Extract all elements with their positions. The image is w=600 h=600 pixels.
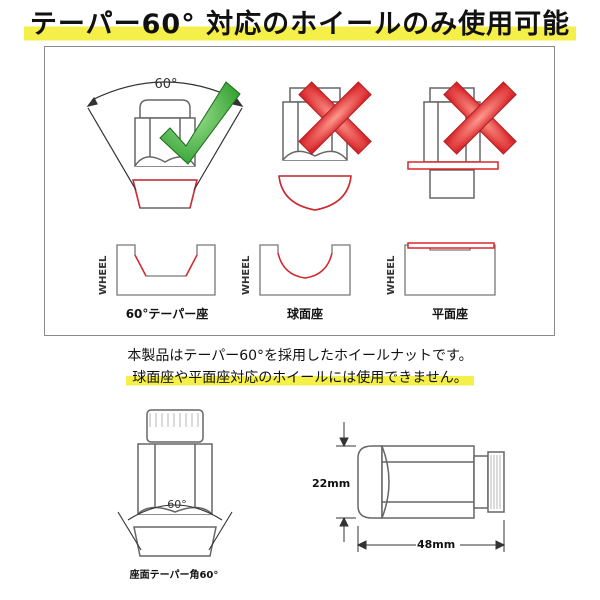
flat-seat-plate xyxy=(407,161,499,170)
length-dimension-label: 48mm xyxy=(417,538,456,551)
seat-label-spherical: 球面座 xyxy=(286,307,323,321)
page-title: テーパー60° 対応のホイールのみ使用可能 xyxy=(23,8,577,42)
wheel-seat-spherical xyxy=(259,244,351,296)
check-icon xyxy=(159,81,241,165)
taper-angle-caption: 座面テーパー角60° xyxy=(129,570,219,581)
description-line-2-wrap: 球面座や平面座対応のホイールには使用できません。 xyxy=(0,367,600,387)
description-line-2: 球面座や平面座対応のホイールには使用できません。 xyxy=(126,367,474,387)
wheel-seat-taper xyxy=(116,244,216,296)
nut-side-view xyxy=(357,445,505,519)
title-area: テーパー60° 対応のホイールのみ使用可能 xyxy=(0,8,600,42)
bottom-angle-guide xyxy=(117,504,233,551)
height-dimension-label: 22mm xyxy=(312,477,351,490)
nut-front-view xyxy=(133,409,217,557)
taper-seat-left-line xyxy=(132,179,141,209)
wheel-label-1: WHEEL xyxy=(98,255,109,295)
seat-label-flat: 平面座 xyxy=(431,307,468,321)
spherical-seat-line xyxy=(278,175,352,211)
wheel-label-3: WHEEL xyxy=(386,255,397,295)
side-knurl-pattern xyxy=(490,455,501,509)
cross-icon xyxy=(298,81,372,155)
taper-seat-right-line xyxy=(189,179,198,209)
cross-icon-2 xyxy=(443,81,517,155)
dimension-22mm xyxy=(336,422,356,542)
description-line-1: 本製品はテーパー60°を採用したホイールナットです。 xyxy=(127,348,473,364)
wheel-label-2: WHEEL xyxy=(241,255,252,295)
bottom-angle-label: 60° xyxy=(167,498,187,511)
wheel-seat-flat xyxy=(404,242,496,296)
knurl-pattern xyxy=(149,413,199,427)
angle-label-top: 60° xyxy=(154,77,177,92)
dimension-48mm xyxy=(356,520,506,552)
seat-label-taper: 60°テーパー座 xyxy=(125,307,209,321)
seat-comparison-panel xyxy=(44,46,555,336)
